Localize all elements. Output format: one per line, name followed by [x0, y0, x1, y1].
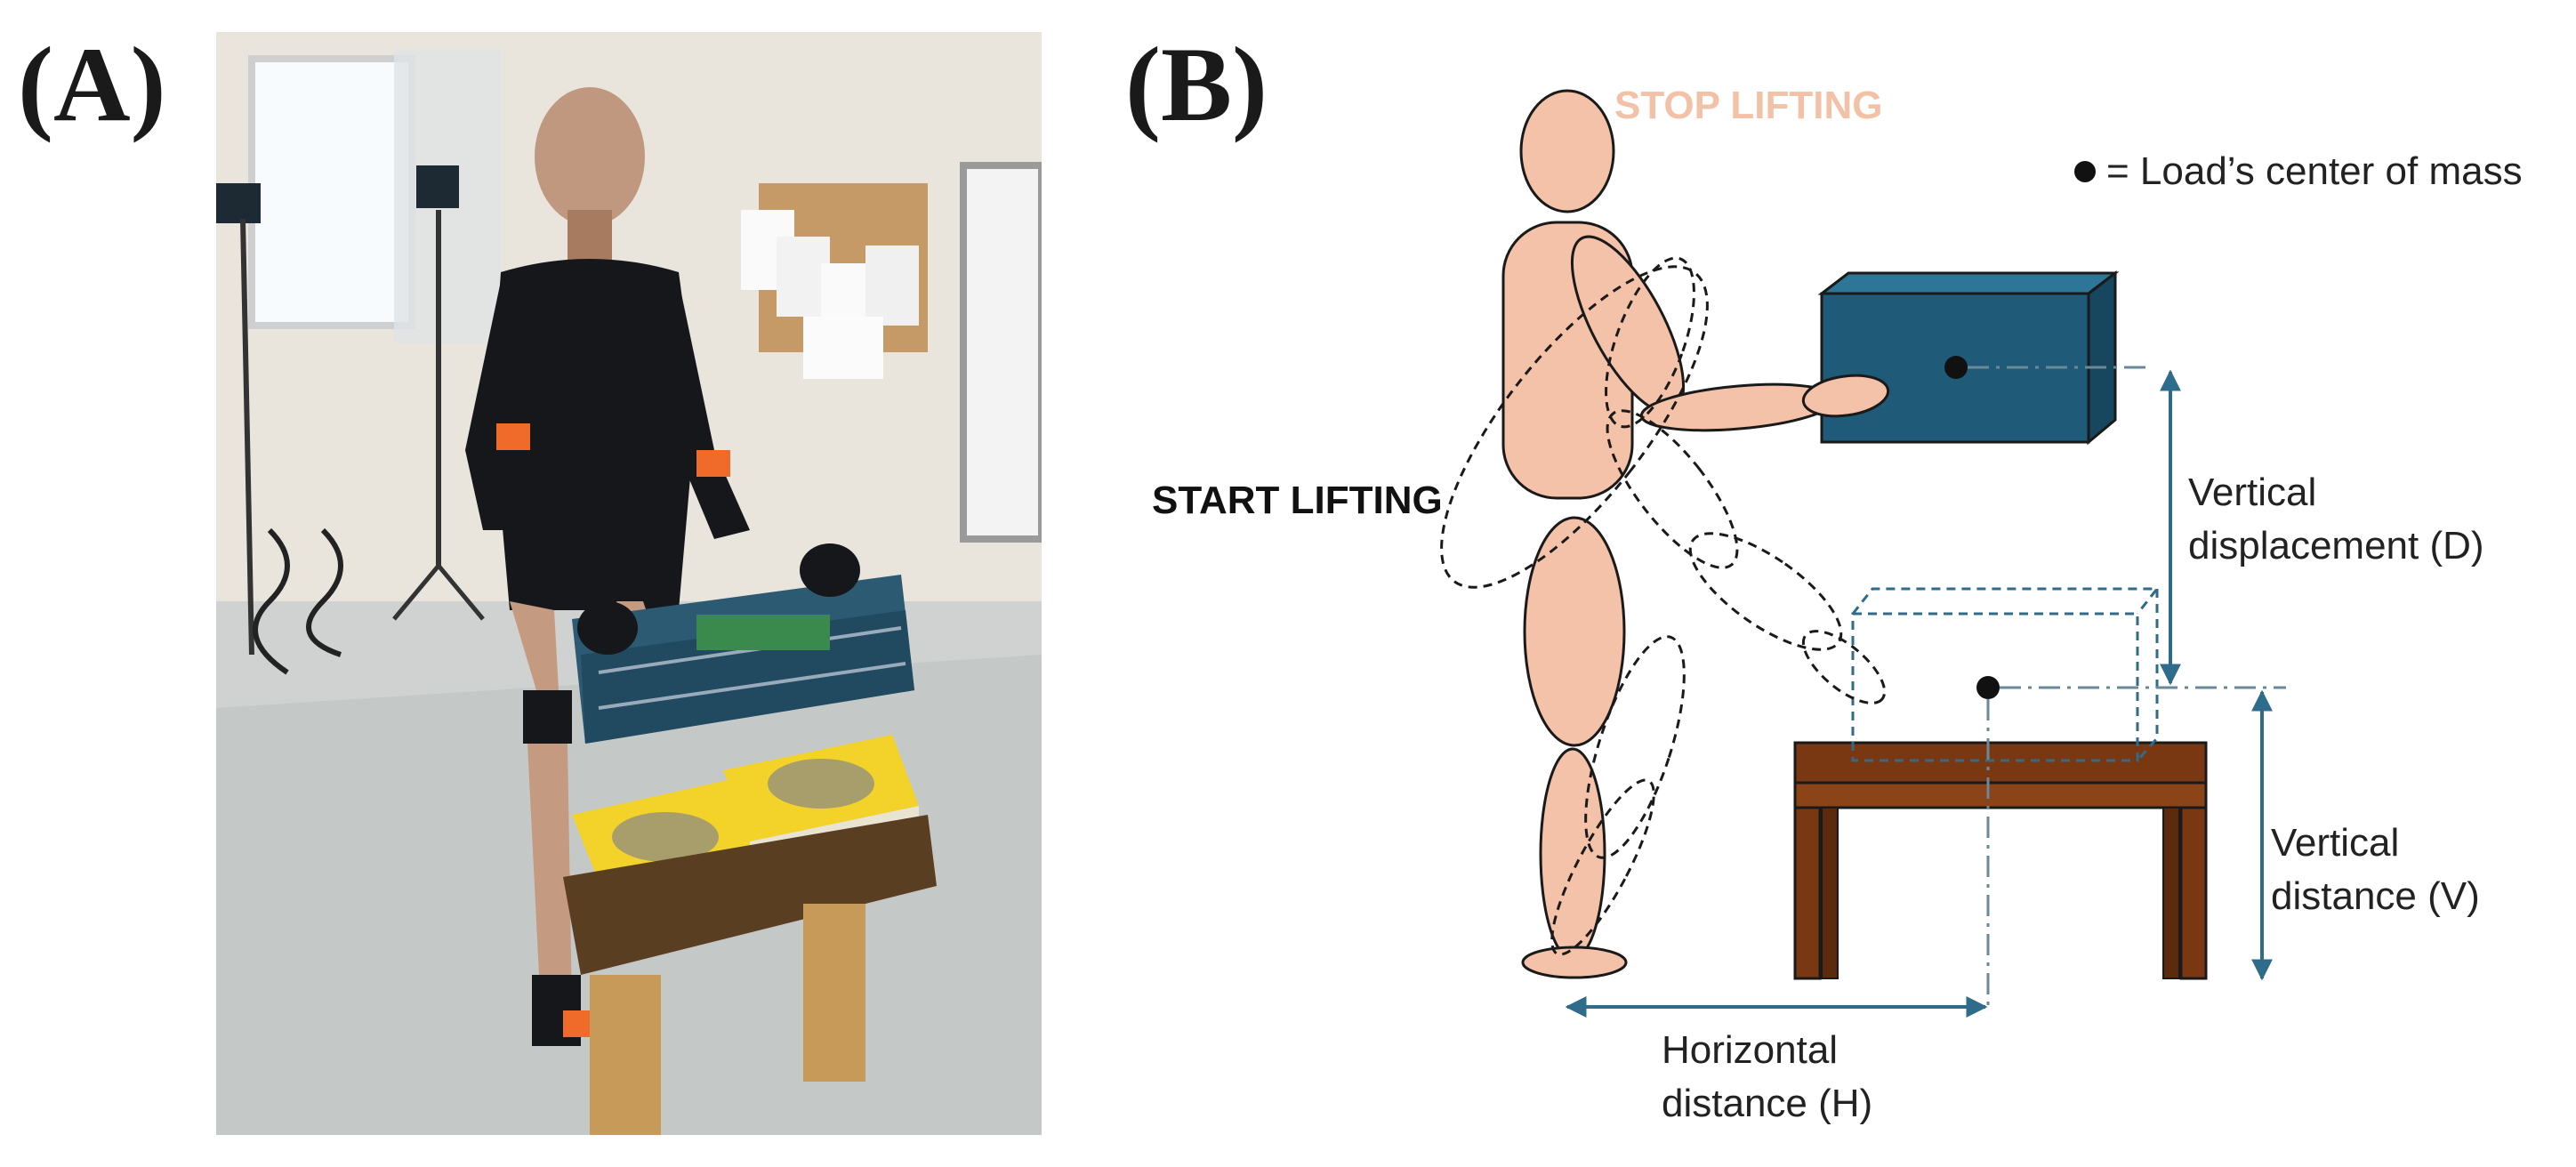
crate	[572, 575, 914, 744]
lifting-photo-illustration	[216, 32, 1042, 1135]
horizontal-distance-label-line-2: distance (H)	[1662, 1082, 1872, 1125]
stop-lifting-label: STOP LIFTING	[1614, 84, 1883, 127]
whiteboard	[960, 162, 1042, 543]
start-load-box	[1851, 587, 2161, 762]
studio-light	[416, 165, 459, 208]
reference-lines	[1968, 366, 2286, 1007]
wooden-stand	[563, 815, 937, 1135]
legend-text: = Load’s center of mass	[2106, 149, 2523, 193]
studio-light	[216, 183, 261, 223]
start-lifting-figure	[1440, 256, 1887, 956]
table	[1793, 741, 2208, 980]
horizontal-distance-label-line-1: Horizontal	[1662, 1028, 1838, 1072]
panel-label-a: (A)	[18, 25, 166, 143]
start-lifting-label: START LIFTING	[1152, 479, 1443, 522]
vertical-displacement-label-line-1: Vertical	[2188, 471, 2316, 514]
stop-load-center-of-mass	[1944, 356, 1968, 379]
lifting-photo	[216, 32, 1042, 1135]
stop-load-box	[1817, 270, 2120, 446]
vertical-displacement-label-line-2: displacement (D)	[2188, 524, 2484, 567]
vertical-distance-label-line-2: distance (V)	[2271, 874, 2480, 918]
start-load-center-of-mass	[1976, 676, 2000, 699]
legend-dot	[2074, 161, 2096, 182]
vertical-distance-label-line-1: Vertical	[2271, 821, 2399, 865]
panel-label-b: (B)	[1125, 25, 1268, 143]
stop-lifting-figure	[1501, 89, 1890, 979]
window	[248, 55, 415, 329]
person	[465, 87, 750, 1046]
